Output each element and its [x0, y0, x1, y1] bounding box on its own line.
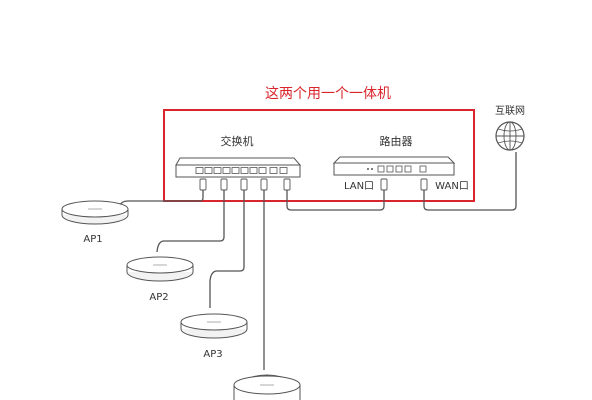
access-point-1	[61, 200, 129, 225]
router-device	[332, 156, 456, 176]
switch-label: 交换机	[221, 134, 254, 148]
router-label: 路由器	[380, 134, 413, 148]
switch-connectors	[199, 178, 291, 191]
switch-device	[175, 157, 302, 178]
access-point-4	[233, 374, 301, 400]
wan-port-label: WAN口	[435, 181, 469, 192]
ap3-label: AP3	[203, 349, 222, 360]
lan-port-label: LAN口	[344, 181, 374, 192]
ap1-label: AP1	[83, 234, 102, 245]
router-connectors	[380, 178, 428, 191]
ap2-label: AP2	[149, 292, 168, 303]
globe-icon	[495, 121, 525, 151]
diagram-title: 这两个用一个一体机	[265, 85, 391, 102]
access-point-3	[180, 313, 248, 339]
access-point-2	[126, 256, 194, 282]
cables	[119, 152, 517, 370]
internet-label: 互联网	[495, 105, 525, 117]
highlight-box	[163, 109, 475, 202]
